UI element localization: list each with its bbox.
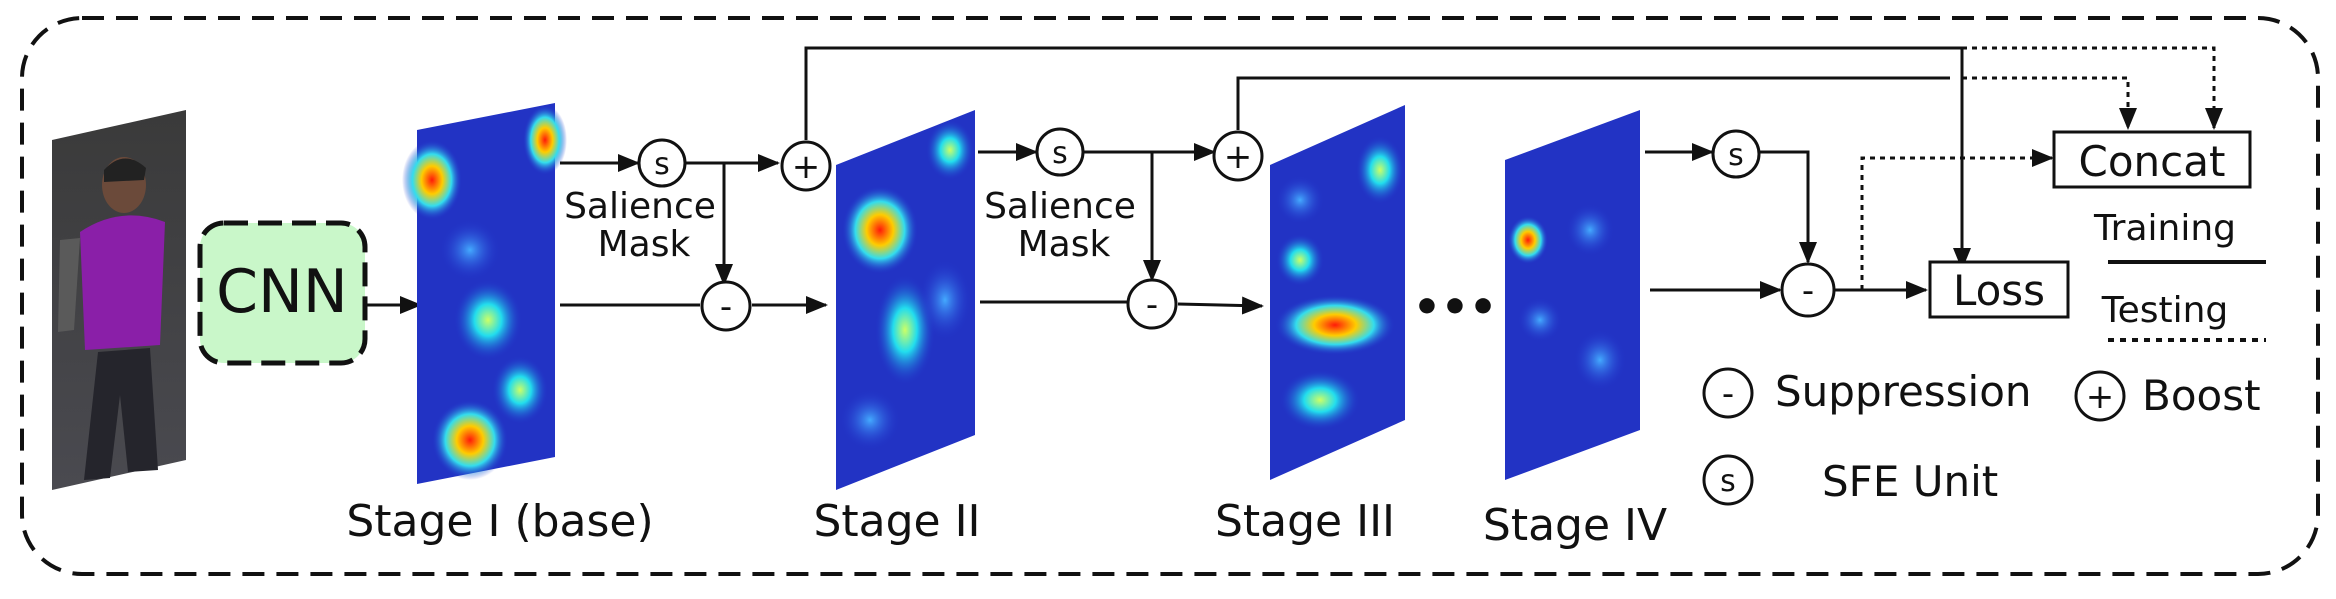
sfe-unit-2: s [1035,127,1085,177]
svg-text:-: - [1802,271,1814,311]
legend-sfe-label: SFE Unit [1822,457,1998,506]
svg-text:s: s [1728,138,1744,173]
legend-suppression-label: Suppression [1775,367,2032,416]
outer-frame [20,16,2320,576]
suppress-op-2: - [1126,278,1178,330]
svg-text:s: s [1052,136,1068,171]
boost2-to-loss-line [1236,76,1950,130]
ellipsis-dots: ••• [1413,282,1497,333]
svg-text:+: + [2086,377,2115,417]
legend-suppression-icon [1702,367,1754,419]
salience-mask-label-2-line1: Salience [984,186,1136,227]
svg-text:+: + [792,147,821,187]
heatmap-stage-1 [402,103,567,484]
heatmap-stage-2 [836,110,975,490]
stage-label-1: Stage I (base) [346,496,653,547]
loss-label: Loss [1953,266,2045,315]
boost1-to-concat-dotted [1962,46,2223,130]
svg-text:-: - [1722,374,1734,414]
svg-text:s: s [654,147,670,182]
stage-label-2: Stage II [813,496,980,547]
legend-sfe-icon [1702,454,1754,506]
sfe-unit-3: s [1711,129,1761,179]
legend: Training Testing - Suppression + Boost s… [1702,208,2266,506]
boost-op-1: + [780,140,832,192]
concat-label: Concat [2079,137,2226,186]
boost2-to-concat-dotted [1962,76,2137,130]
svg-text:s: s [1720,464,1736,499]
stage-label-3: Stage III [1215,496,1395,547]
heatmap-stage-4 [1505,110,1640,480]
s-to-minus3-arrow [1760,150,1817,264]
suppress-to-concat-dotted [1860,149,2054,290]
legend-training-label: Training [2093,208,2236,249]
suppress-op-1: - [700,280,752,332]
minus2-to-stage3-arrow [1177,296,1264,315]
svg-text:-: - [720,287,732,327]
legend-boost-icon [2074,370,2126,422]
legend-boost-label: Boost [2142,371,2261,420]
boost-op-2: + [1212,130,1264,182]
salience-mask-label-2-line2: Mask [1018,224,1111,265]
salience-mask-label-1-line2: Mask [598,224,691,265]
concat-box: Concat [2052,130,2252,189]
loss-box: Loss [1928,260,2070,319]
salience-mask-label-1-line1: Salience [564,186,716,227]
svg-text:-: - [1146,285,1158,325]
sfe-unit-1: s [637,138,687,188]
legend-testing-label: Testing [2101,290,2229,331]
cnn-label: CNN [216,257,348,327]
heatmap-stage-3 [1270,105,1405,480]
svg-text:+: + [1224,137,1253,177]
cnn-block: CNN [197,220,368,366]
suppress-op-3: - [1780,262,1836,318]
stage-label-4: Stage IV [1483,500,1667,551]
input-person-image [52,110,186,490]
